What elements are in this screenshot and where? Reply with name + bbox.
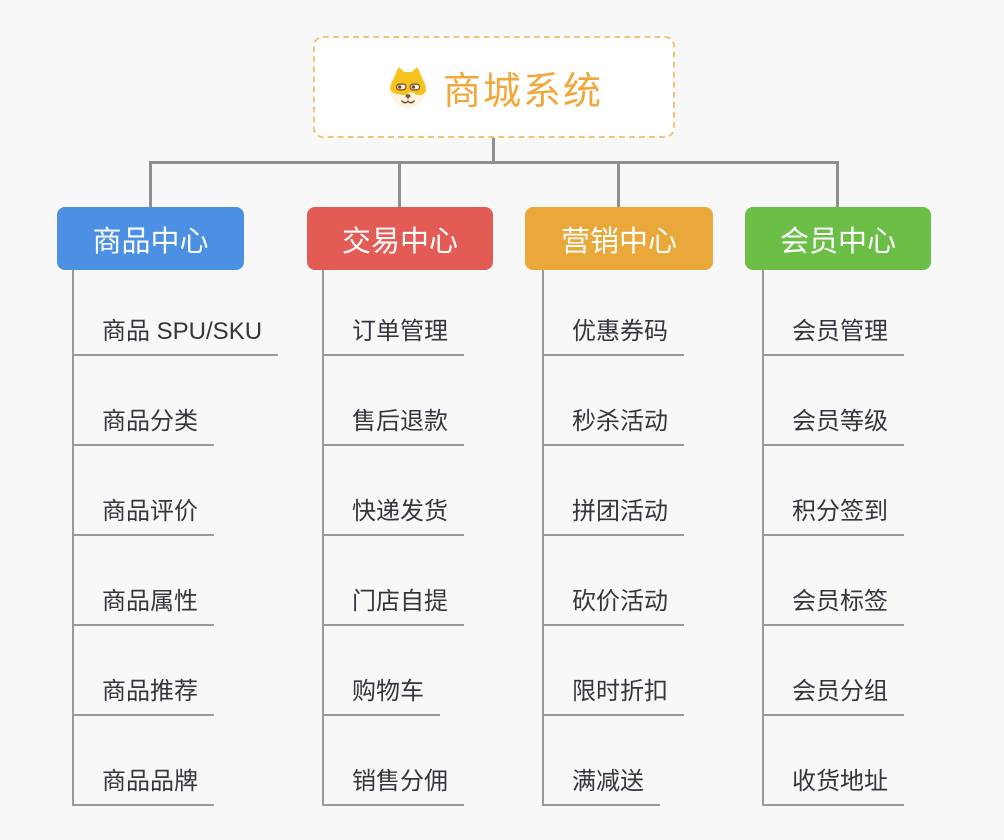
shiba-dog-icon — [385, 64, 431, 110]
sub-item[interactable]: 商品属性 — [74, 589, 214, 626]
sub-item[interactable]: 售后退款 — [324, 409, 464, 446]
connector-root-stub — [492, 138, 495, 163]
branch-items-marketing: 优惠券码 秒杀活动 拼团活动 砍价活动 限时折扣 满减送 — [542, 270, 684, 806]
sub-item[interactable]: 积分签到 — [764, 499, 904, 536]
branch-items-trade: 订单管理 售后退款 快递发货 门店自提 购物车 销售分佣 — [322, 270, 464, 806]
sub-item[interactable]: 砍价活动 — [544, 589, 684, 626]
sub-item[interactable]: 商品品牌 — [74, 769, 214, 806]
branch-label: 商品中心 — [92, 225, 209, 258]
sub-item[interactable]: 会员等级 — [764, 409, 904, 446]
root-title: 商城系统 — [442, 70, 603, 113]
connector-drop-marketing — [617, 161, 620, 208]
sub-item[interactable]: 门店自提 — [324, 589, 464, 626]
branch-node-trade-center[interactable]: 交易中心 — [307, 207, 493, 270]
branch-items-member: 会员管理 会员等级 积分签到 会员标签 会员分组 收货地址 — [762, 270, 904, 806]
branch-label: 交易中心 — [341, 225, 458, 258]
sub-item[interactable]: 收货地址 — [764, 769, 904, 806]
connector-horizontal — [149, 161, 839, 164]
sub-item[interactable]: 拼团活动 — [544, 499, 684, 536]
sub-item[interactable]: 商品评价 — [74, 499, 214, 536]
sub-item[interactable]: 销售分佣 — [324, 769, 464, 806]
sub-item[interactable]: 会员标签 — [764, 589, 904, 626]
connector-drop-product — [149, 161, 152, 208]
connector-drop-trade — [398, 161, 401, 208]
sub-item[interactable]: 商品 SPU/SKU — [74, 319, 279, 356]
sub-item[interactable]: 会员管理 — [764, 319, 904, 356]
branch-node-member-center[interactable]: 会员中心 — [745, 207, 931, 270]
branch-items-product: 商品 SPU/SKU 商品分类 商品评价 商品属性 商品推荐 商品品牌 — [72, 270, 279, 806]
branch-node-marketing-center[interactable]: 营销中心 — [525, 207, 713, 270]
branch-node-product-center[interactable]: 商品中心 — [57, 207, 244, 270]
sub-item[interactable]: 商品推荐 — [74, 679, 214, 716]
root-node[interactable]: 商城系统 — [313, 36, 675, 138]
sub-item[interactable]: 限时折扣 — [544, 679, 684, 716]
sub-item[interactable]: 优惠券码 — [544, 319, 684, 356]
sub-item[interactable]: 秒杀活动 — [544, 409, 684, 446]
sub-item[interactable]: 订单管理 — [324, 319, 464, 356]
sub-item[interactable]: 满减送 — [544, 769, 660, 806]
sub-item[interactable]: 会员分组 — [764, 679, 904, 716]
sub-item[interactable]: 购物车 — [324, 679, 440, 716]
branch-label: 会员中心 — [779, 225, 896, 258]
sub-item[interactable]: 快递发货 — [324, 499, 464, 536]
branch-label: 营销中心 — [560, 225, 677, 258]
connector-drop-member — [836, 161, 839, 208]
sub-item[interactable]: 商品分类 — [74, 409, 214, 446]
